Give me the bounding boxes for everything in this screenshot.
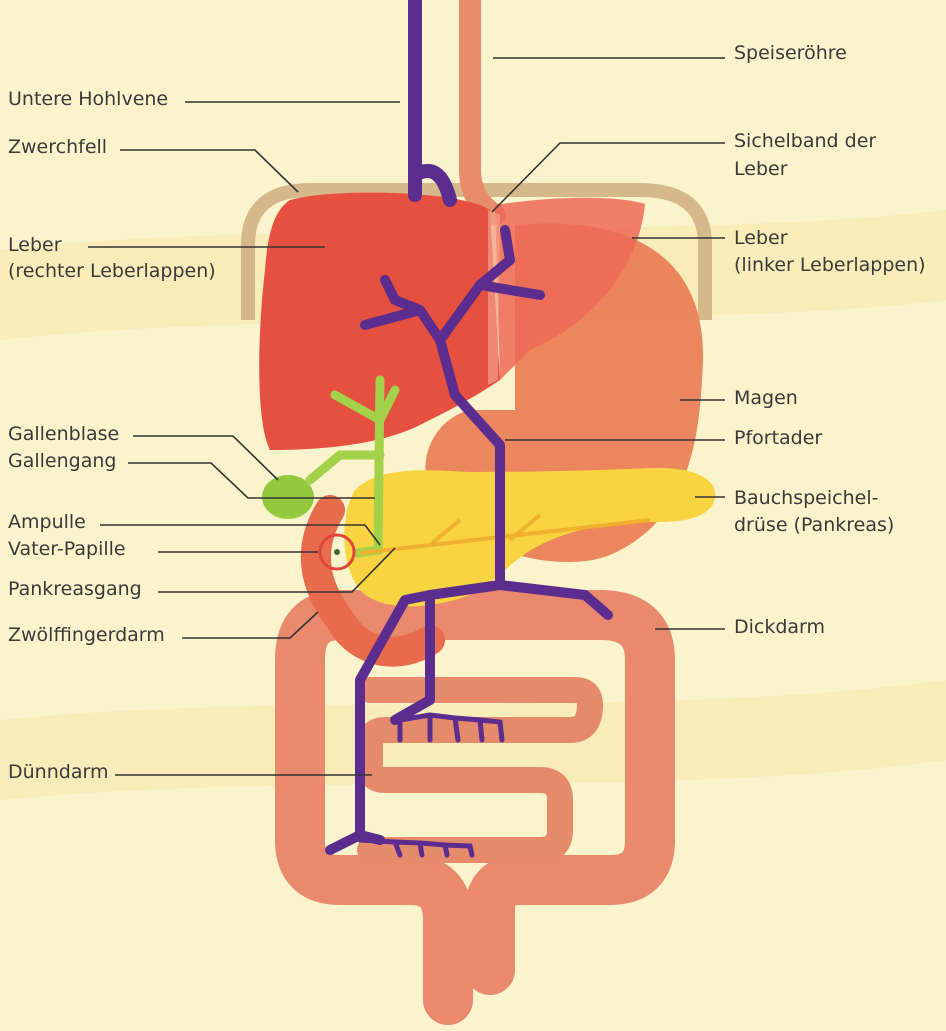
label-leber-links-2: (linker Leberlappen): [734, 252, 926, 278]
label-pfortader: Pfortader: [734, 425, 822, 451]
label-vater-papille: Vater-Papille: [8, 536, 126, 562]
label-gallengang: Gallengang: [8, 448, 116, 474]
label-ampulle: Ampulle: [8, 509, 86, 535]
label-magen: Magen: [734, 385, 798, 411]
label-sichelband-1: Sichelband der: [734, 128, 876, 154]
line-zwerchfell: [120, 150, 298, 192]
label-zwerchfell: Zwerchfell: [8, 134, 107, 160]
dickdarm: [300, 615, 650, 1000]
label-duenndarm: Dünndarm: [8, 759, 108, 785]
untere-hohlvene: [415, 0, 450, 200]
label-dickdarm: Dickdarm: [734, 614, 825, 640]
label-speiseroehre: Speiseröhre: [734, 40, 847, 66]
label-bauchspeichel-1: Bauchspeichel-: [734, 485, 878, 511]
label-zwoelffingerdarm: Zwölffingerdarm: [8, 622, 165, 648]
line-gallenblase: [133, 436, 278, 480]
label-gallenblase: Gallenblase: [8, 421, 119, 447]
speiseroehre: [470, 0, 495, 215]
label-pankreasgang: Pankreasgang: [8, 576, 142, 602]
label-leber-links-1: Leber: [734, 225, 788, 251]
vater-papille-dot: [334, 549, 340, 555]
label-leber-rechts-2: (rechter Leberlappen): [8, 258, 216, 284]
label-untere-hohlvene: Untere Hohlvene: [8, 86, 168, 112]
label-sichelband-2: Leber: [734, 156, 788, 182]
label-bauchspeichel-2: drüse (Pankreas): [734, 512, 894, 538]
label-leber-rechts-1: Leber: [8, 232, 62, 258]
line-gallengang: [128, 463, 375, 498]
